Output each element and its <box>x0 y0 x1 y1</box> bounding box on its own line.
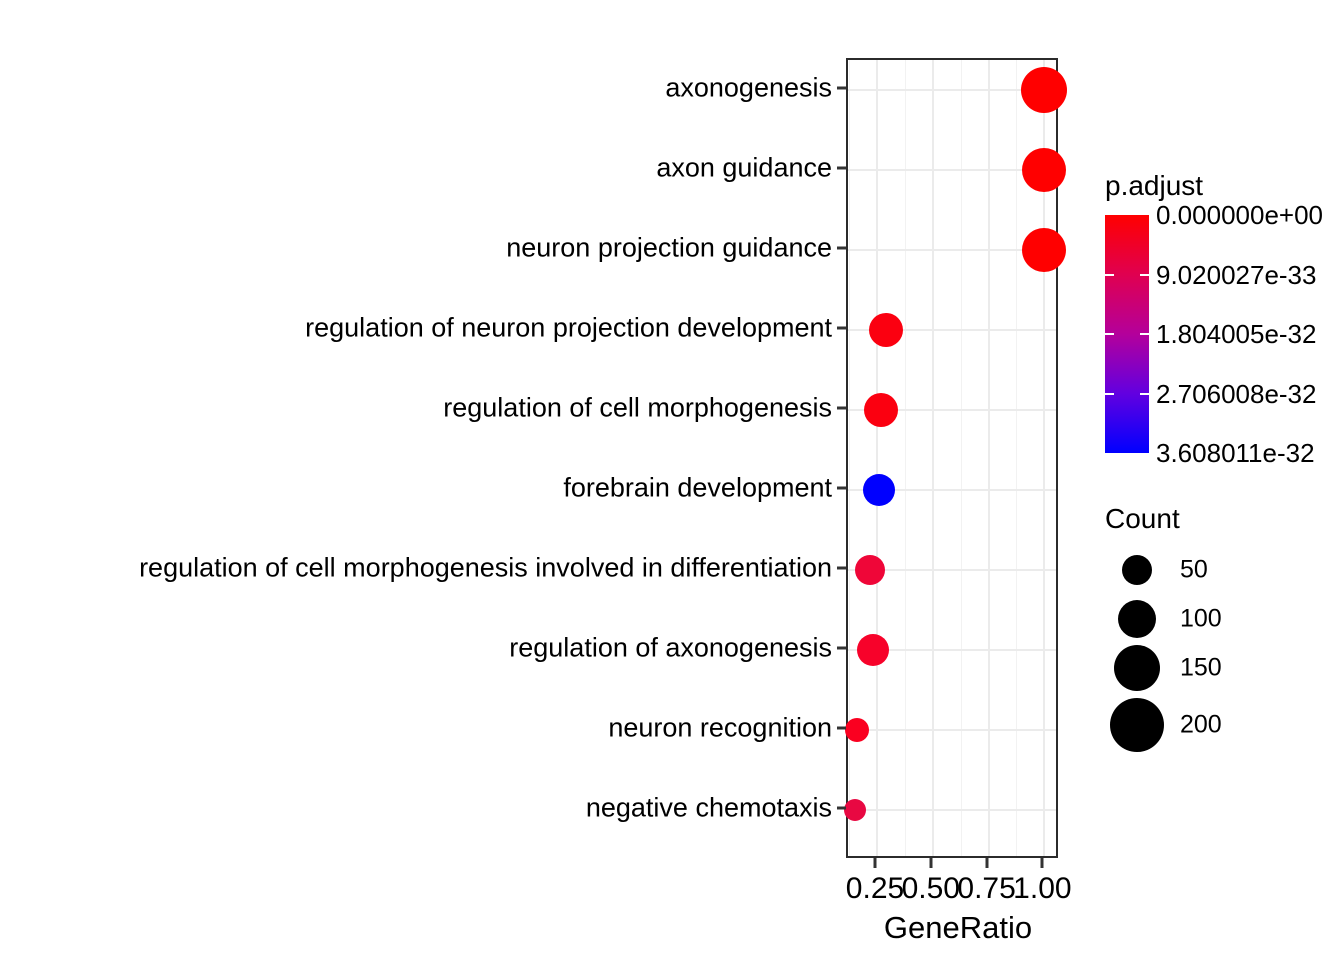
y-axis-tick-label: forebrain development <box>563 472 832 503</box>
y-axis-tick-label: axonogenesis <box>665 72 832 103</box>
size-legend-label: 200 <box>1180 710 1222 739</box>
gridline-horizontal <box>848 489 1056 491</box>
x-axis-tick-label: 0.25 <box>845 872 905 905</box>
y-axis-tick-label: regulation of cell morphogenesis involve… <box>139 552 832 583</box>
data-point <box>844 718 869 742</box>
y-axis-tick-mark <box>837 486 846 490</box>
gridline-vertical-minor <box>904 60 906 856</box>
size-legend-key <box>1118 600 1156 638</box>
color-legend-label: 2.706008e-32 <box>1156 378 1317 409</box>
size-legend-title: Count <box>1105 503 1180 534</box>
size-legend-label: 100 <box>1180 604 1222 633</box>
gridline-vertical-major <box>1043 60 1046 856</box>
size-legend-label: 150 <box>1180 653 1222 682</box>
gridline-horizontal <box>848 89 1056 91</box>
color-legend-tick <box>1140 392 1149 395</box>
data-point <box>1021 67 1068 113</box>
gridline-horizontal <box>848 329 1056 331</box>
gridline-vertical-minor <box>849 60 851 856</box>
y-axis-tick-mark <box>837 86 846 90</box>
gridline-horizontal <box>848 569 1056 571</box>
color-legend-tick <box>1105 273 1114 276</box>
color-legend-tick <box>1140 273 1149 276</box>
data-point <box>864 393 899 427</box>
y-axis-tick-label: axon guidance <box>656 152 832 183</box>
gridline-horizontal <box>848 809 1056 811</box>
gridline-horizontal <box>848 729 1056 731</box>
y-axis-tick-mark <box>837 406 846 410</box>
gridline-vertical-minor <box>1016 60 1018 856</box>
gridline-horizontal <box>848 249 1056 251</box>
x-axis-tick-mark <box>1040 858 1044 868</box>
color-legend-label: 3.608011e-32 <box>1156 438 1315 468</box>
data-point <box>1022 148 1067 192</box>
data-point <box>855 555 886 585</box>
y-axis-tick-mark <box>837 326 846 330</box>
x-axis-tick-label: 1.00 <box>1013 872 1072 905</box>
size-legend-key <box>1114 645 1160 691</box>
size-legend-key <box>1122 555 1152 585</box>
x-axis-tick-label: 0.50 <box>901 872 960 905</box>
data-point <box>843 799 866 821</box>
data-point <box>863 474 896 506</box>
color-legend-bar <box>1105 215 1149 453</box>
y-axis-tick-mark <box>837 566 846 570</box>
y-axis-tick-mark <box>837 166 846 170</box>
y-axis-tick-label: neuron recognition <box>608 712 832 743</box>
data-point <box>1022 228 1067 272</box>
gridline-horizontal <box>848 409 1056 411</box>
gridline-vertical-major <box>876 60 878 856</box>
y-axis-tick-mark <box>837 726 846 730</box>
x-axis-tick-mark <box>873 858 877 868</box>
plot-panel <box>843 58 1068 858</box>
x-axis-tick-label: 0.75 <box>957 872 1016 905</box>
gridline-horizontal <box>848 649 1056 651</box>
y-axis-tick-label: negative chemotaxis <box>585 792 832 823</box>
color-legend-tick <box>1140 333 1149 335</box>
color-legend-label: 9.020027e-33 <box>1156 259 1317 290</box>
gridline-horizontal <box>848 169 1056 171</box>
data-point <box>868 313 903 347</box>
color-legend-tick <box>1105 392 1114 395</box>
y-axis-tick-label: regulation of axonogenesis <box>509 632 832 663</box>
x-axis-tick-mark <box>929 858 933 868</box>
y-axis-tick-label: neuron projection guidance <box>506 232 832 263</box>
y-axis-tick-mark <box>837 806 846 810</box>
y-axis-tick-label: regulation of neuron projection developm… <box>305 312 832 343</box>
y-axis-tick-label: regulation of cell morphogenesis <box>443 392 832 423</box>
gridline-vertical-major <box>987 60 990 856</box>
y-axis-tick-mark <box>837 246 846 250</box>
size-legend-key <box>1110 698 1164 752</box>
x-axis-tick-mark <box>985 858 989 868</box>
size-legend-label: 50 <box>1180 555 1208 584</box>
color-legend-title: p.adjust <box>1105 170 1204 201</box>
color-legend-label: 0.000000e+00 <box>1156 200 1324 230</box>
color-legend-label: 1.804005e-32 <box>1156 319 1317 349</box>
gridline-vertical-major <box>931 60 934 856</box>
x-axis-title: GeneRatio <box>883 910 1033 945</box>
gridline-vertical-minor <box>960 60 962 856</box>
data-point <box>856 634 889 666</box>
y-axis-tick-mark <box>837 646 846 650</box>
color-legend-tick <box>1105 333 1114 335</box>
